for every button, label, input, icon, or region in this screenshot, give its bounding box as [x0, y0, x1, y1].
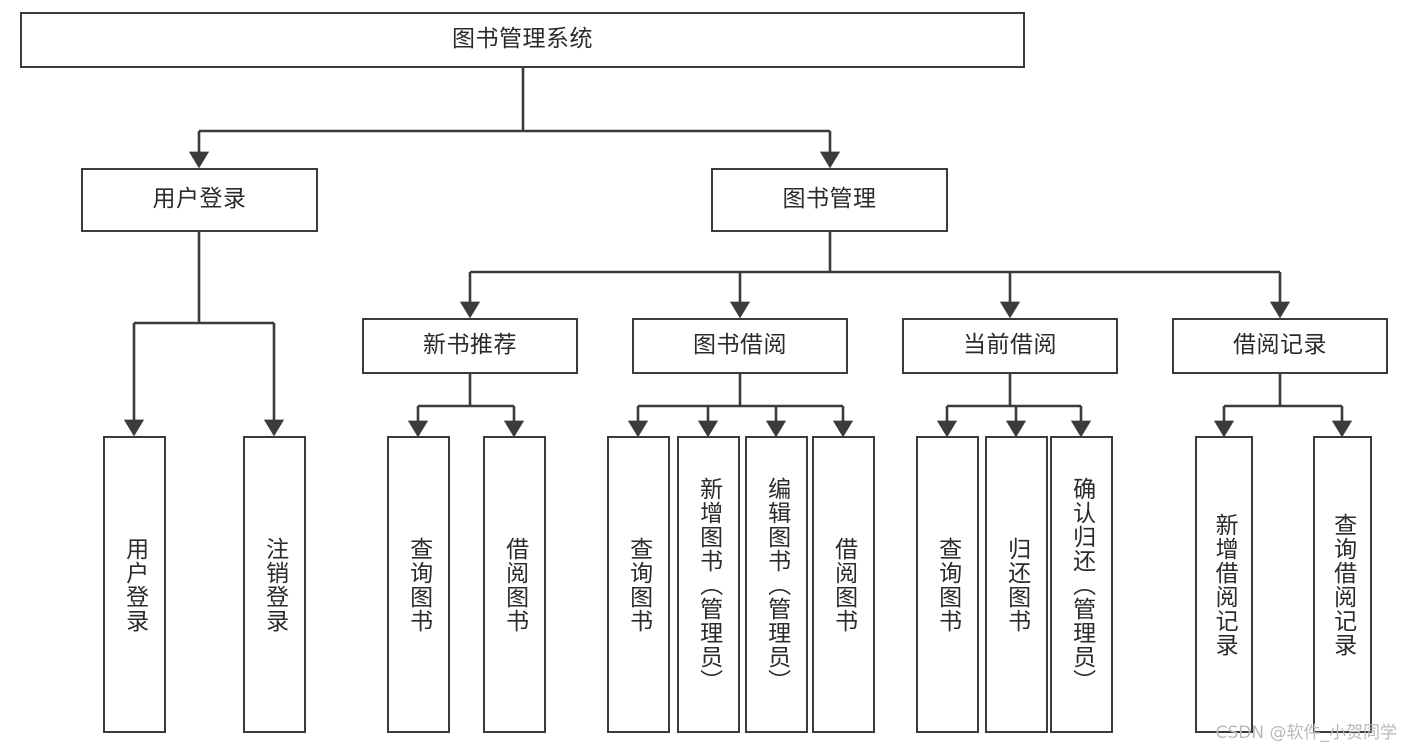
node-leaf-user-login-label: 用户登录: [121, 536, 148, 633]
node-leaf-return-book-label: 归还图书: [1003, 536, 1030, 633]
node-leaf-borrow-book-2[interactable]: 借阅图书: [812, 436, 875, 733]
node-borrow-record[interactable]: 借阅记录: [1172, 318, 1388, 374]
node-leaf-query-borrow-record-label: 查询借阅记录: [1329, 512, 1356, 657]
node-root[interactable]: 图书管理系统: [20, 12, 1025, 68]
node-leaf-borrow-book-1-label: 借阅图书: [501, 536, 528, 633]
node-current-borrow-label: 当前借阅: [963, 332, 1057, 359]
node-book-borrow[interactable]: 图书借阅: [632, 318, 848, 374]
node-borrow-record-label: 借阅记录: [1233, 332, 1327, 359]
node-user-login[interactable]: 用户登录: [81, 168, 318, 232]
node-leaf-query-book-3[interactable]: 查询图书: [916, 436, 979, 733]
node-leaf-query-book-3-label: 查询图书: [934, 536, 961, 633]
node-current-borrow[interactable]: 当前借阅: [902, 318, 1118, 374]
node-new-book-recommend[interactable]: 新书推荐: [362, 318, 578, 374]
node-leaf-query-book-2-label: 查询图书: [625, 536, 652, 633]
node-book-management-label: 图书管理: [782, 186, 877, 213]
node-leaf-query-book-1-label: 查询图书: [405, 536, 432, 633]
node-user-login-label: 用户登录: [152, 186, 247, 213]
node-leaf-borrow-book-2-label: 借阅图书: [830, 536, 857, 633]
node-leaf-query-book-1[interactable]: 查询图书: [387, 436, 450, 733]
node-leaf-query-borrow-record[interactable]: 查询借阅记录: [1313, 436, 1372, 733]
node-leaf-add-book-admin[interactable]: 新增图书（管理员）: [677, 436, 740, 733]
node-leaf-add-borrow-record-label: 新增借阅记录: [1211, 512, 1238, 657]
node-leaf-add-borrow-record[interactable]: 新增借阅记录: [1195, 436, 1253, 733]
node-book-management[interactable]: 图书管理: [711, 168, 948, 232]
node-leaf-return-book[interactable]: 归还图书: [985, 436, 1048, 733]
node-leaf-confirm-return-admin-label: 确认归还（管理员）: [1068, 476, 1095, 693]
node-leaf-add-book-admin-label: 新增图书（管理员）: [695, 476, 722, 693]
node-leaf-confirm-return-admin[interactable]: 确认归还（管理员）: [1050, 436, 1113, 733]
node-leaf-user-login[interactable]: 用户登录: [103, 436, 166, 733]
node-leaf-query-book-2[interactable]: 查询图书: [607, 436, 670, 733]
node-leaf-edit-book-admin[interactable]: 编辑图书（管理员）: [745, 436, 808, 733]
node-leaf-borrow-book-1[interactable]: 借阅图书: [483, 436, 546, 733]
node-leaf-logout-login-label: 注销登录: [261, 536, 288, 633]
node-root-label: 图书管理系统: [452, 26, 593, 53]
node-leaf-edit-book-admin-label: 编辑图书（管理员）: [763, 476, 790, 693]
node-leaf-logout-login[interactable]: 注销登录: [243, 436, 306, 733]
node-book-borrow-label: 图书借阅: [693, 332, 787, 359]
node-new-book-recommend-label: 新书推荐: [423, 332, 517, 359]
